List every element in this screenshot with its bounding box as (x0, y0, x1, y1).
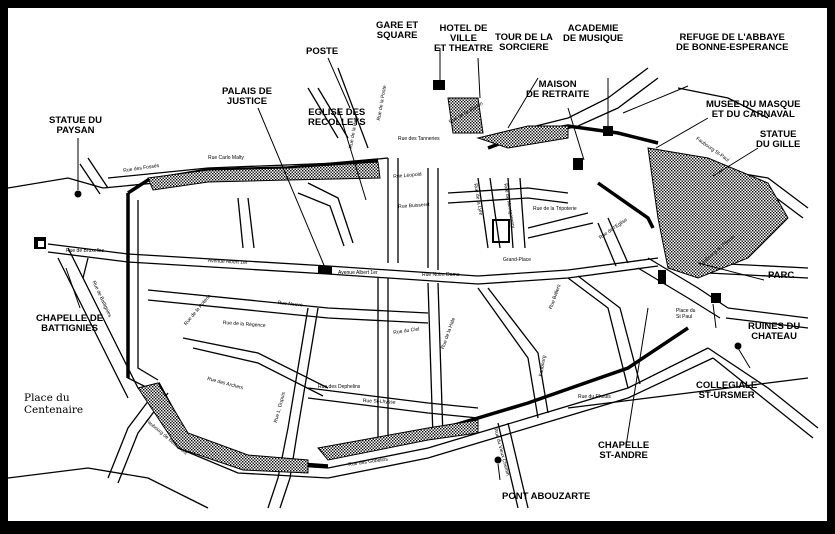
point-marker-icon (74, 190, 742, 464)
street-place-st-paul: Place du St Paul (676, 308, 695, 320)
street-rue-de-la-tripoterie: Rue de la Tripoterie (533, 206, 577, 212)
label-gare-text: GARE ET SQUARE (376, 20, 419, 41)
label-palais-text: PALAIS DE JUSTICE (222, 86, 272, 107)
map-frame: POSTE GARE ET SQUARE HOTEL DE VILLE ET T… (8, 8, 827, 521)
label-palais-justice: PALAIS DE JUSTICE (222, 87, 272, 107)
label-battignies-text: CHAPELLE DE BATTIGNIES (36, 313, 104, 334)
street-avenue-albert-1-b: Avenue Albert 1er (338, 270, 378, 276)
label-refuge-text: REFUGE DE L'ABBAYE DE BONNE-ESPERANCE (676, 32, 789, 53)
label-collegiale-text: COLLEGIALE ST-URSMER (696, 380, 758, 401)
label-ruines-chateau: RUINES DU CHATEAU (748, 322, 800, 342)
label-eglise-recollets: EGLISE DES RECOLLETS (308, 108, 366, 128)
label-pont-abouzarte: PONT ABOUZARTE (502, 491, 591, 502)
label-chapelle-st-andre: CHAPELLE ST-ANDRE (598, 441, 649, 461)
label-tour-text: TOUR DE LA SORCIERE (495, 32, 553, 53)
label-paysan-text: STATUE DU PAYSAN (49, 115, 102, 136)
street-rue-des-tanneries: Rue des Tanneries (398, 136, 440, 142)
label-eglise-text: EGLISE DES RECOLLETS (308, 107, 366, 128)
label-refuge: REFUGE DE L'ABBAYE DE BONNE-ESPERANCE (676, 33, 788, 53)
label-parc: PARC (768, 270, 795, 281)
street-rue-carlo-malty: Rue Carlo Malty (208, 155, 244, 161)
label-gille-text: STATUE DU GILLE (756, 129, 801, 150)
buildings (318, 80, 721, 303)
label-statue-gille: STATUE DU GILLE (756, 130, 800, 150)
left-exit-arrow-icon (34, 237, 46, 249)
label-collegiale: COLLEGIALE ST-URSMER (696, 381, 757, 401)
label-academie: ACADEMIE DE MUSIQUE (563, 24, 623, 44)
label-hotel-text: HOTEL DE VILLE ET THEATRE (434, 23, 493, 54)
label-hotel-de-ville: HOTEL DE VILLE ET THEATRE (434, 24, 493, 54)
street-rue-du-pheuis: Rue du Pheuis (578, 394, 611, 400)
label-gare-et-square: GARE ET SQUARE (376, 21, 418, 41)
street-rue-des-dephelins: Rue des Dephelins (318, 384, 361, 390)
street-place-st-paul-text: Place du St Paul (676, 308, 696, 320)
label-musee-masque: MUSEE DU MASQUE ET DU CARNAVAL (706, 100, 800, 120)
label-musee-text: MUSEE DU MASQUE ET DU CARNAVAL (706, 99, 801, 120)
label-centenaire-text: Place du Centenaire (24, 392, 84, 416)
label-academie-text: ACADEMIE DE MUSIQUE (563, 23, 624, 44)
label-st-andre-text: CHAPELLE ST-ANDRE (598, 440, 650, 461)
label-leaders (65, 48, 765, 481)
label-maison-text: MAISON DE RETRAITE (526, 79, 590, 100)
town-map (8, 48, 819, 509)
label-maison-retraite: MAISON DE RETRAITE (526, 80, 589, 100)
label-poste: POSTE (306, 46, 339, 57)
hatched-wall-pattern (137, 97, 789, 474)
label-statue-paysan: STATUE DU PAYSAN (49, 116, 102, 136)
street-rue-notre-dame: Rue Notre Dame (422, 272, 460, 278)
street-network (8, 67, 819, 509)
label-ruines-text: RUINES DU CHATEAU (748, 321, 801, 342)
street-rue-de-bruxelles: Rue de Bruxelles (66, 248, 105, 254)
street-grand-place: Grand-Place (503, 257, 532, 263)
label-chapelle-battignies: CHAPELLE DE BATTIGNIES (36, 314, 103, 334)
label-tour-sorciere: TOUR DE LA SORCIERE (495, 33, 553, 53)
label-place-centenaire: Place du Centenaire (24, 392, 83, 416)
